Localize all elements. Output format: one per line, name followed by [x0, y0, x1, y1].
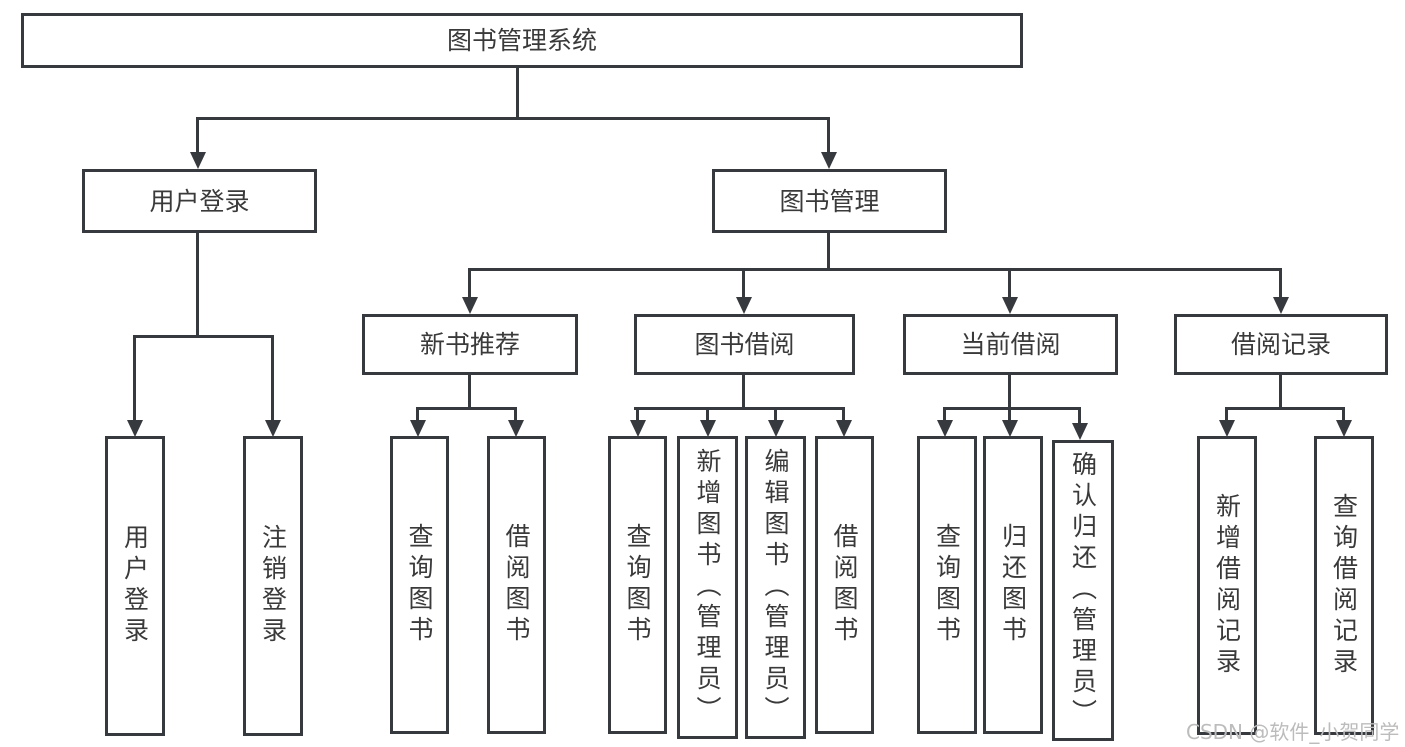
connector-borrow-drop-3	[774, 410, 777, 421]
node-borrow-records: 借阅记录	[1174, 314, 1388, 375]
node-new-book-recommend: 新书推荐	[362, 314, 578, 375]
arrowhead-to-borrow-lend	[836, 420, 852, 437]
leaf-borrow-lend-books: 借阅图书	[815, 436, 874, 734]
leaf-user-login-label: 用户登录	[120, 524, 150, 648]
connector-login-drop-2	[271, 335, 274, 422]
connector-borrow-bar	[634, 407, 845, 410]
leaf-borrow-query-books: 查询图书	[608, 436, 667, 734]
connector-record-drop-2	[1342, 410, 1345, 421]
leaf-query-borrow-record: 查询借阅记录	[1314, 436, 1374, 735]
node-user-login-label: 用户登录	[149, 186, 250, 216]
node-book-management-label: 图书管理	[779, 186, 880, 216]
connector-current-bar	[943, 407, 1081, 410]
connector-record-stem	[1279, 375, 1282, 410]
connector-recommend-stem	[468, 375, 471, 410]
node-book-borrow-label: 图书借阅	[694, 330, 795, 359]
arrowhead-to-record-query	[1336, 420, 1352, 437]
connector-manage-drop-4	[1279, 271, 1282, 299]
node-root-label: 图书管理系统	[446, 26, 597, 55]
connector-recommend-drop-1	[416, 410, 419, 421]
connector-borrow-drop-4	[842, 410, 845, 421]
leaf-query-borrow-record-label: 查询借阅记录	[1329, 492, 1359, 679]
connector-current-drop-2	[1008, 410, 1011, 421]
connector-recommend-bar	[416, 407, 517, 410]
arrowhead-to-current	[1002, 297, 1018, 314]
leaf-confirm-return-admin: 确认归还（管理员）	[1052, 440, 1114, 741]
connector-recommend-drop-2	[514, 410, 517, 421]
leaf-borrow-query-books-label: 查询图书	[623, 523, 652, 647]
node-current-borrow: 当前借阅	[903, 314, 1118, 375]
connector-login-stem	[196, 232, 199, 338]
leaf-add-borrow-record: 新增借阅记录	[1197, 436, 1257, 735]
arrowhead-to-recommend	[462, 297, 478, 314]
leaf-add-borrow-record-label: 新增借阅记录	[1212, 492, 1242, 679]
connector-current-stem	[1008, 375, 1011, 410]
node-current-borrow-label: 当前借阅	[960, 330, 1061, 359]
node-book-management: 图书管理	[712, 169, 947, 233]
arrowhead-to-borrow-query	[630, 420, 646, 437]
arrowhead-to-current-return	[1002, 420, 1018, 437]
node-user-login: 用户登录	[82, 169, 317, 233]
arrowhead-to-record	[1273, 297, 1289, 314]
connector-manage-bar	[468, 268, 1282, 271]
connector-borrow-drop-2	[706, 410, 709, 421]
leaf-logout: 注销登录	[243, 436, 303, 736]
connector-root-drop-login	[196, 117, 199, 154]
connector-root-drop-manage	[827, 117, 830, 154]
node-borrow-records-label: 借阅记录	[1230, 330, 1331, 359]
arrowhead-to-login	[190, 152, 206, 169]
connector-record-drop-1	[1225, 410, 1228, 421]
connector-manage-stem	[827, 233, 830, 271]
connector-manage-drop-2	[742, 271, 745, 299]
connector-root-bar	[196, 117, 830, 120]
arrowhead-to-current-confirm	[1072, 423, 1088, 440]
leaf-recommend-borrow-books-label: 借阅图书	[502, 523, 531, 647]
connector-record-bar	[1225, 407, 1345, 410]
arrowhead-to-login-logout	[265, 420, 281, 437]
leaf-recommend-borrow-books: 借阅图书	[487, 436, 546, 734]
leaf-recommend-query-books: 查询图书	[390, 436, 449, 734]
connector-login-drop-1	[133, 335, 136, 422]
connector-borrow-stem	[742, 375, 745, 410]
node-book-borrow: 图书借阅	[634, 314, 855, 375]
leaf-edit-books-admin-label: 编辑图书（管理员）	[761, 448, 790, 727]
arrowhead-to-record-add	[1219, 420, 1235, 437]
node-root: 图书管理系统	[21, 13, 1023, 68]
connector-borrow-drop-1	[636, 410, 639, 421]
leaf-edit-books-admin: 编辑图书（管理员）	[745, 436, 806, 739]
leaf-return-books-label: 归还图书	[998, 523, 1028, 647]
arrowhead-to-recommend-borrow	[508, 420, 524, 437]
arrowhead-to-borrow-add	[700, 420, 716, 437]
leaf-current-query-books: 查询图书	[917, 436, 977, 734]
leaf-confirm-return-admin-label: 确认归还（管理员）	[1068, 451, 1098, 730]
arrowhead-to-recommend-query	[410, 420, 426, 437]
leaf-return-books: 归还图书	[983, 436, 1043, 734]
csdn-watermark: CSDN @软件_小贺同学	[1186, 720, 1400, 744]
connector-manage-drop-3	[1008, 271, 1011, 299]
arrowhead-to-borrow-edit	[768, 420, 784, 437]
leaf-recommend-query-books-label: 查询图书	[405, 523, 434, 647]
node-new-book-recommend-label: 新书推荐	[419, 330, 520, 359]
leaf-logout-label: 注销登录	[258, 524, 288, 648]
connector-current-drop-3	[1078, 410, 1081, 424]
connector-current-drop-1	[943, 410, 946, 421]
leaf-current-query-books-label: 查询图书	[932, 523, 962, 647]
arrowhead-to-login-user	[127, 420, 143, 437]
arrowhead-to-current-query	[937, 420, 953, 437]
leaf-add-books-admin: 新增图书（管理员）	[677, 436, 738, 739]
connector-manage-drop-1	[468, 271, 471, 299]
arrowhead-to-manage	[821, 152, 837, 169]
arrowhead-to-borrow	[736, 297, 752, 314]
leaf-add-books-admin-label: 新增图书（管理员）	[693, 448, 722, 727]
leaf-user-login: 用户登录	[105, 436, 165, 736]
connector-login-bar	[133, 335, 274, 338]
connector-root-stem	[516, 68, 519, 120]
leaf-borrow-lend-books-label: 借阅图书	[830, 523, 859, 647]
